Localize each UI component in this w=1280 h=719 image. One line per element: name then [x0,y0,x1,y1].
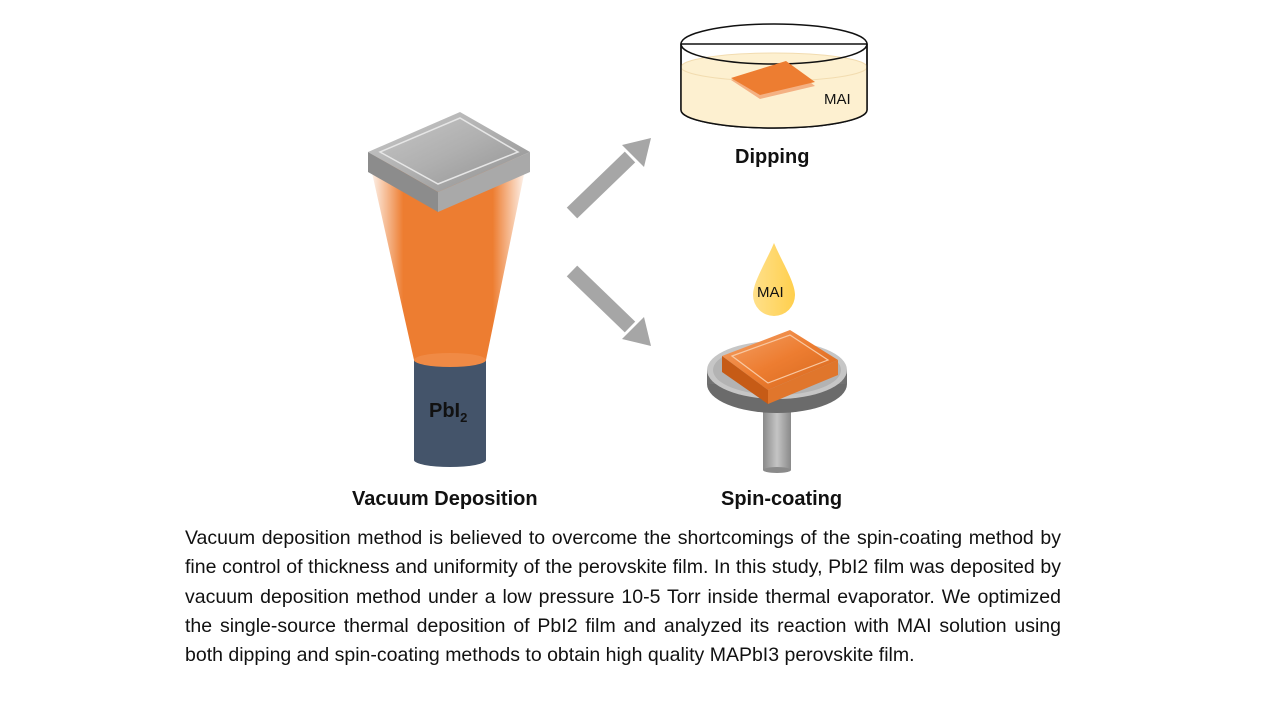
dipping-caption: Dipping [735,146,810,168]
arrow-to-dipping [566,138,651,219]
spin-coating-caption: Spin-coating [721,488,843,510]
description-paragraph: Vacuum deposition method is believed to … [185,527,1061,667]
substrate-plate [368,112,530,212]
pbi2-label-main: PbI [429,400,461,422]
spin-coated-film [722,330,838,404]
vacuum-deposition-caption: Vacuum Deposition [352,488,538,510]
arrow-to-spin-coating [566,265,651,346]
dipped-film [731,61,815,99]
pbi2-label: PbI2 [429,400,467,425]
mai-droplet [753,243,795,316]
pbi2-source-crucible [414,353,486,467]
mai-droplet-label: MAI [757,284,784,301]
mai-bath-label: MAI [824,91,851,108]
vapor-beam [368,155,528,360]
pbi2-label-subscript: 2 [460,410,468,425]
